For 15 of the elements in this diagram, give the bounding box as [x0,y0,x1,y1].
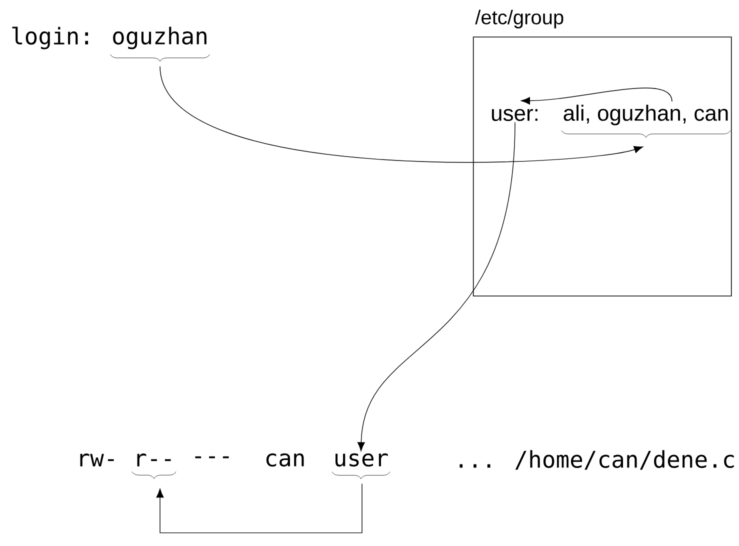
arrow [357,122,516,452]
text: rw- [80,454,114,466]
text: ... /home/can/dene.c [460,450,734,470]
text: login: [12,26,88,50]
text: user [336,453,388,467]
text: oguzhan [113,26,206,50]
text: r-- [137,454,171,466]
arrow [160,66,644,162]
text: ali, oguzhan, can [564,104,728,126]
text: --- [195,456,229,458]
text: can [266,453,304,467]
text: user: [492,108,538,122]
arrow [156,483,362,534]
arrow [521,88,672,104]
node-label: /etc/group [475,10,564,28]
